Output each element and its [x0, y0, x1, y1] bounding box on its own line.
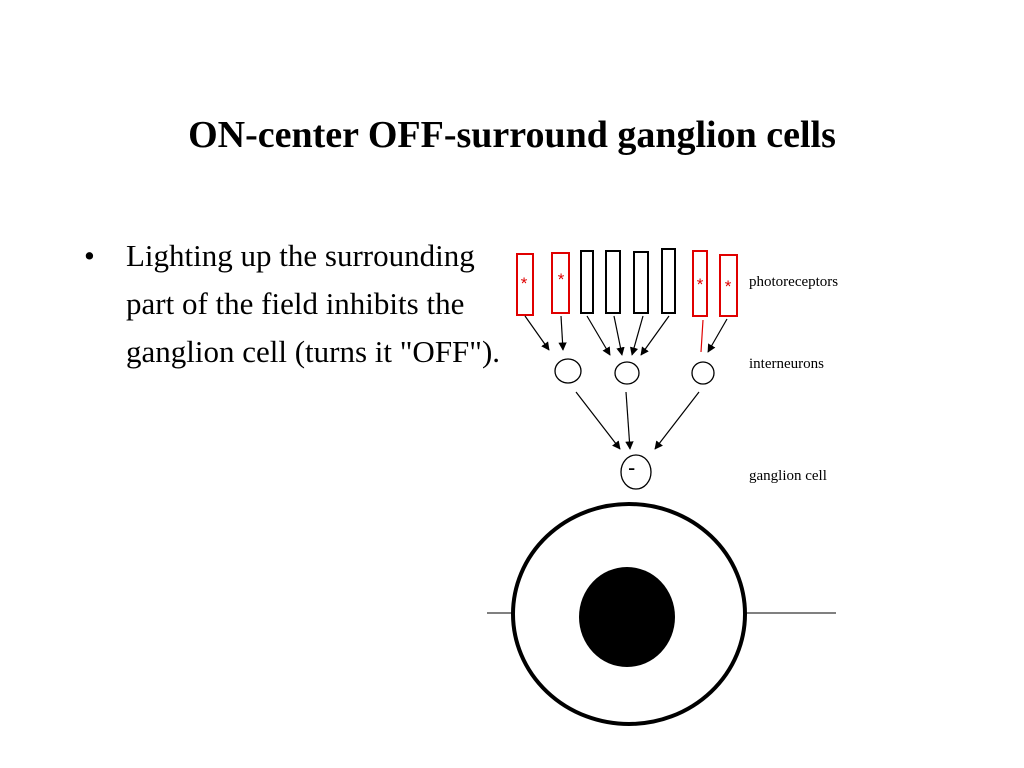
connection-arrow	[640, 315, 670, 356]
label-photoreceptors: photoreceptors	[749, 274, 838, 290]
connection-arrow	[625, 391, 634, 450]
photoreceptor-row: * * * *	[516, 248, 738, 317]
inhibitory-sign: -	[628, 455, 635, 480]
stimulus-marker: *	[558, 270, 565, 289]
connection-arrow	[575, 391, 621, 450]
label-ganglion-cell: ganglion cell	[749, 468, 827, 484]
bullet-list: • Lighting up the surrounding part of th…	[84, 232, 504, 376]
photoreceptor-lit	[551, 252, 570, 314]
photoreceptor	[661, 248, 676, 314]
bullet-marker: •	[84, 238, 95, 273]
bullet-item: • Lighting up the surrounding part of th…	[84, 232, 506, 376]
stimulus-marker: *	[521, 274, 528, 293]
photoreceptor	[605, 250, 621, 314]
photoreceptor-connections	[524, 315, 728, 356]
connection-arrow	[630, 315, 644, 356]
interneuron	[691, 361, 715, 385]
stimulus-marker: *	[725, 277, 732, 296]
photoreceptor-lit	[719, 254, 738, 317]
bullet-text: Lighting up the surrounding part of the …	[126, 238, 501, 369]
interneuron-row	[554, 358, 715, 385]
interneuron	[614, 361, 640, 385]
label-interneurons: interneurons	[749, 356, 824, 372]
slide-title: ON-center OFF-surround ganglion cells	[188, 114, 836, 156]
connection-arrow	[524, 315, 550, 351]
photoreceptor	[580, 250, 594, 314]
connection-arrow	[613, 315, 625, 356]
ganglion-cell	[620, 454, 652, 490]
receptive-field	[487, 502, 836, 726]
connection-arrow	[558, 315, 567, 351]
stimulus-marker: *	[697, 275, 704, 294]
connection-arrow	[654, 391, 700, 450]
interneuron	[554, 358, 582, 384]
receptive-field-center	[579, 567, 675, 667]
interneuron-connections	[575, 391, 700, 450]
photoreceptor-lit	[516, 253, 534, 316]
connection-arrow	[707, 318, 728, 353]
photoreceptor-lit	[692, 250, 708, 317]
connection-arrow	[586, 315, 611, 356]
photoreceptor	[633, 251, 649, 314]
connection-arrow	[700, 319, 704, 353]
